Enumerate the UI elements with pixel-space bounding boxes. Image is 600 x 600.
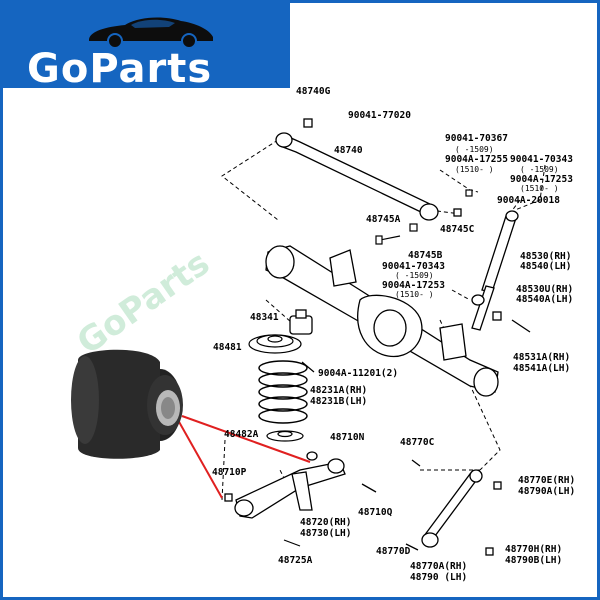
label-48710Q: 48710Q bbox=[358, 507, 393, 518]
label-90041-70367: 90041-70367 bbox=[445, 133, 508, 144]
label-9004A-17253-a: 9004A-17253 bbox=[510, 174, 573, 185]
bushing-photo bbox=[71, 349, 183, 459]
label-48790B: 48790B(LH) bbox=[505, 555, 562, 566]
label-9004A-20018: 9004A-20018 bbox=[497, 195, 560, 206]
lower-insulator-48482A bbox=[266, 430, 304, 442]
label-90041-70343-a: 90041-70343 bbox=[510, 154, 573, 165]
label-48770C: 48770C bbox=[400, 437, 435, 448]
label-70343-a-range: ( -1509) bbox=[520, 165, 559, 174]
label-48541A: 48541A(LH) bbox=[513, 363, 570, 374]
label-70367-range: ( -1509) bbox=[455, 145, 494, 154]
label-48745A: 48745A bbox=[366, 214, 401, 225]
label-17253-a-range: (1510- ) bbox=[520, 184, 559, 193]
label-17255-range: (1510- ) bbox=[455, 165, 494, 174]
label-9004A-17253-b: 9004A-17253 bbox=[382, 280, 445, 291]
label-48790: 48790 (LH) bbox=[410, 572, 467, 583]
label-48531A: 48531A(RH) bbox=[513, 352, 570, 363]
lateral-rod-48770 bbox=[405, 459, 502, 556]
label-9004A-17255: 9004A-17255 bbox=[445, 154, 508, 165]
brand-name: GoParts bbox=[27, 46, 213, 92]
rear-axle-housing bbox=[265, 245, 499, 397]
bump-stop-48341 bbox=[289, 309, 313, 335]
label-48341: 48341 bbox=[250, 312, 279, 323]
label-48770A: 48770A(RH) bbox=[410, 561, 467, 572]
label-48231B: 48231B(LH) bbox=[310, 396, 367, 407]
car-silhouette-icon bbox=[89, 17, 213, 49]
label-48530: 48530(RH) bbox=[520, 251, 571, 262]
label-48720: 48720(RH) bbox=[300, 517, 351, 528]
label-48710N: 48710N bbox=[330, 432, 365, 443]
label-48231A: 48231A(RH) bbox=[310, 385, 367, 396]
coil-spring-48231 bbox=[258, 360, 308, 424]
upper-arm-48740 bbox=[275, 118, 462, 221]
label-70343-b-range: ( -1509) bbox=[395, 271, 434, 280]
spring-insulator-48481 bbox=[248, 334, 302, 354]
label-48740: 48740 bbox=[334, 145, 363, 156]
label-90041-77020: 90041-77020 bbox=[348, 110, 411, 121]
brand-banner: GoParts bbox=[3, 3, 290, 92]
label-48745B: 48745B bbox=[408, 250, 443, 261]
label-48745C: 48745C bbox=[440, 224, 475, 235]
label-48770E: 48770E(RH) bbox=[518, 475, 575, 486]
label-9004A-11201: 9004A-11201(2) bbox=[318, 368, 398, 379]
label-48710P: 48710P bbox=[212, 467, 247, 478]
label-48725A: 48725A bbox=[278, 555, 313, 566]
lower-arm-48720 bbox=[224, 451, 377, 519]
label-48770D: 48770D bbox=[376, 546, 411, 557]
label-48790A: 48790A(LH) bbox=[518, 486, 575, 497]
label-48481: 48481 bbox=[213, 342, 242, 353]
bolts bbox=[283, 189, 473, 547]
label-90041-70343-b: 90041-70343 bbox=[382, 261, 445, 272]
label-48770H: 48770H(RH) bbox=[505, 544, 562, 555]
label-48730: 48730(LH) bbox=[300, 528, 351, 539]
label-48740G: 48740G bbox=[296, 86, 331, 97]
label-48540A: 48540A(LH) bbox=[516, 294, 573, 305]
label-48530U: 48530U(RH) bbox=[516, 284, 573, 295]
label-17253-b-range: (1510- ) bbox=[395, 290, 434, 299]
highlight-lines bbox=[177, 415, 311, 499]
label-48540: 48540(LH) bbox=[520, 261, 571, 272]
label-48482A: 48482A bbox=[224, 429, 259, 440]
shock-absorber-48530 bbox=[471, 210, 531, 333]
